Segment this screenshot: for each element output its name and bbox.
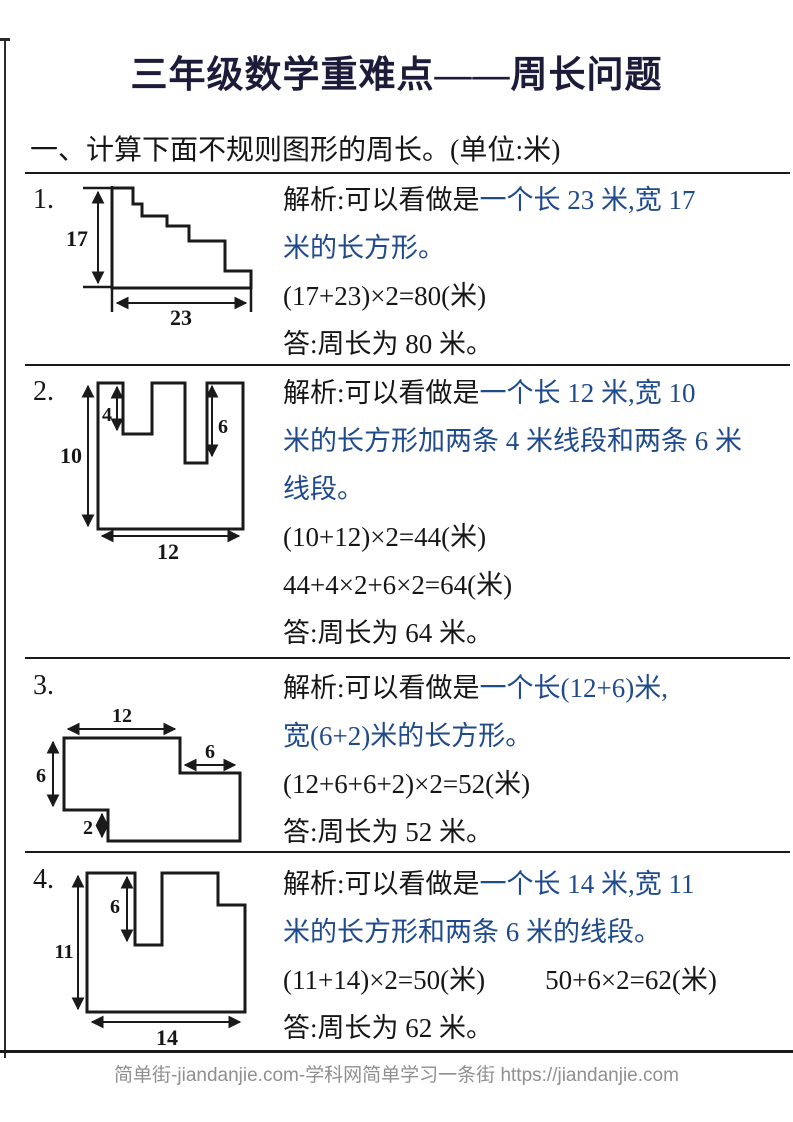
solution-line: 44+4×2+6×2=64(米)	[283, 558, 791, 606]
problem-2-number: 2.	[33, 376, 54, 407]
dim-label-left: 6	[36, 765, 46, 787]
problem-1-number: 1.	[33, 184, 54, 215]
solution-segment: 宽(6+2)米的长方形。	[283, 720, 533, 751]
solution-segment: (11+14)×2=50(米)	[283, 964, 486, 995]
footer-divider-line	[0, 1050, 793, 1053]
solution-segment: 一个长 12 米,宽 10	[479, 377, 696, 408]
solution-segment: 米的长方形和两条 6 米的线段。	[283, 916, 661, 947]
solution-line: 米的长方形。	[283, 221, 791, 269]
solution-segment: 米的长方形。	[283, 232, 445, 263]
solution-line: 宽(6+2)米的长方形。	[283, 709, 791, 757]
dim-label-bottom-notch: 2	[83, 817, 93, 839]
problem-3-number: 3.	[33, 670, 54, 701]
solution-segment: 米的长方形加两条 4 米线段和两条 6 米	[283, 425, 742, 456]
solution-line: (10+12)×2=44(米)	[283, 510, 791, 558]
footer-watermark: 简单街-jiandanjie.com-学科网简单学习一条街 https://ji…	[114, 1065, 679, 1086]
solution-segment: 一个长 14 米,宽 11	[479, 868, 695, 899]
page-corner-tick	[0, 38, 10, 41]
problem-4-number: 4.	[33, 864, 54, 895]
solution-segment: 一个长 23 米,宽 17	[479, 184, 696, 215]
divider-line	[25, 172, 790, 174]
dim-label-width: 23	[170, 305, 192, 330]
solution-line: 线段。	[283, 462, 791, 510]
solution-line: 答:周长为 64 米。	[283, 606, 791, 654]
figure-3-step-shape: 12 6 6 2	[36, 705, 242, 843]
solution-line: 答:周长为 52 米。	[283, 805, 791, 853]
solution-line: 解析:可以看做是 一个长 14 米,宽 11	[283, 857, 791, 905]
solution-segment: 线段。	[283, 473, 364, 504]
page-title: 三年级数学重难点——周长问题	[130, 55, 663, 96]
solution-segment: 50+6×2=62(米)	[545, 964, 717, 995]
solution-segment: 解析:可以看做是	[283, 868, 480, 899]
problem-3-solution: 解析:可以看做是 一个长(12+6)米, 宽(6+2)米的长方形。 (12+6+…	[283, 661, 791, 853]
divider-line	[25, 657, 790, 659]
figure-4-slotted-step-shape: 11 6 14	[55, 871, 247, 1049]
dim-label-notch-right: 6	[218, 416, 228, 438]
solution-line: (12+6+6+2)×2=52(米)	[283, 757, 791, 805]
solution-segment: (17+23)×2=80(米)	[283, 280, 487, 311]
divider-line	[25, 364, 790, 366]
solution-segment: 解析:可以看做是	[283, 184, 480, 215]
solution-line: 答:周长为 62 米。	[283, 1001, 791, 1049]
dim-label-notch-left: 4	[102, 404, 112, 426]
problem-2-solution: 解析:可以看做是 一个长 12 米,宽 10 米的长方形加两条 4 米线段和两条…	[283, 366, 791, 654]
dim-label-notch: 6	[110, 896, 120, 918]
solution-line: 米的长方形和两条 6 米的线段。	[283, 905, 791, 953]
solution-line: 答:周长为 80 米。	[283, 317, 791, 365]
problem-4-solution: 解析:可以看做是 一个长 14 米,宽 11 米的长方形和两条 6 米的线段。 …	[283, 857, 791, 1049]
dim-label-width: 12	[157, 539, 179, 564]
solution-segment: 解析:可以看做是	[283, 377, 480, 408]
solution-segment: 答:周长为 62 米。	[283, 1012, 494, 1043]
solution-line: 解析:可以看做是 一个长 12 米,宽 10	[283, 366, 791, 414]
dim-label-top: 12	[112, 705, 132, 727]
solution-segment: 答:周长为 80 米。	[283, 328, 494, 359]
solution-segment: 答:周长为 64 米。	[283, 617, 494, 648]
figure-2-slotted-shape: 10 4 6 12	[60, 381, 245, 564]
solution-segment: 44+4×2+6×2=64(米)	[283, 569, 513, 600]
solution-segment: 答:周长为 52 米。	[283, 816, 494, 847]
dim-label-height: 11	[55, 941, 74, 963]
dim-label-right: 6	[205, 741, 215, 763]
figure-1-staircase-shape: 17 23	[66, 186, 253, 330]
problem-1-solution: 解析:可以看做是 一个长 23 米,宽 17 米的长方形。 (17+23)×2=…	[283, 173, 791, 365]
solution-line: 解析:可以看做是 一个长 23 米,宽 17	[283, 173, 791, 221]
solution-line: 米的长方形加两条 4 米线段和两条 6 米	[283, 414, 791, 462]
divider-line	[25, 851, 790, 853]
solution-segment: (12+6+6+2)×2=52(米)	[283, 768, 531, 799]
section-heading: 一、计算下面不规则图形的周长。(单位:米)	[30, 135, 561, 166]
solution-line: (11+14)×2=50(米) 50+6×2=62(米)	[283, 953, 791, 1001]
solution-line: (17+23)×2=80(米)	[283, 269, 791, 317]
dim-label-height: 17	[66, 226, 88, 251]
dim-label-width: 14	[156, 1025, 178, 1049]
solution-segment: 解析:可以看做是	[283, 672, 480, 703]
solution-segment: 一个长(12+6)米,	[479, 672, 668, 703]
dim-label-height: 10	[60, 443, 82, 468]
page-left-edge-line	[4, 38, 6, 1058]
solution-segment: (10+12)×2=44(米)	[283, 521, 487, 552]
solution-line: 解析:可以看做是 一个长(12+6)米,	[283, 661, 791, 709]
